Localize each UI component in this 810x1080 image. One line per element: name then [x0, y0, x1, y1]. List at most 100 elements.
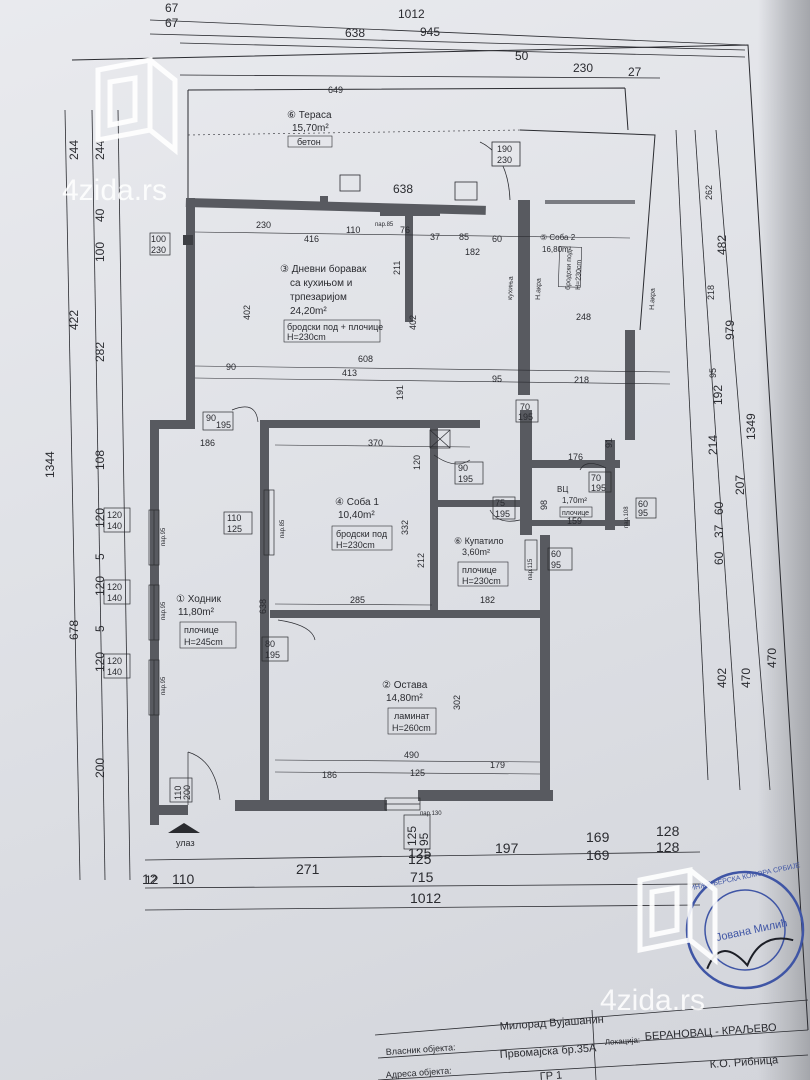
room-name-line: са кухињом и: [290, 278, 352, 289]
room-bedroom-2: ⑤ Соба 2 16,80m² бродски под H=230cm Н.а…: [507, 233, 657, 310]
bottom-dimensions: 125 197 169 128 271 125 169 128 12 110 7…: [142, 823, 701, 911]
room-height: H=230cm: [462, 576, 501, 586]
dim-inner: 90: [226, 362, 236, 372]
dim-inner: 402: [408, 315, 418, 330]
dim-inner: 649: [328, 85, 343, 95]
opening-w: 125: [405, 826, 419, 846]
owner-label: Власник објекта:: [385, 1042, 455, 1057]
dim-bottom: 715: [410, 869, 434, 885]
room-height: H=245cm: [184, 637, 223, 647]
room-floor: плочице: [184, 625, 219, 635]
dim-inner: 91: [604, 438, 614, 448]
room-height: H=230cm: [336, 540, 375, 550]
dim-top: 1012: [398, 7, 425, 21]
dim-right: 60: [712, 501, 726, 515]
opening-w: 80: [265, 639, 275, 649]
opening-w: 120: [107, 656, 122, 666]
dim-bottom: 128: [656, 839, 680, 855]
dim-left: 1344: [43, 451, 57, 478]
parapet-label: пар.130: [420, 811, 442, 817]
entrance-label: улаз: [176, 838, 195, 848]
dim-left: 120: [93, 576, 107, 596]
room-name-line: трпезаријом: [290, 292, 347, 303]
terrace: 190 230 ⑥ Тераса 15,70m² бетон 649 638: [187, 85, 656, 331]
dim-left: 5: [93, 625, 107, 632]
opening-h: 230: [151, 245, 166, 255]
room-name: ① Ходник: [176, 594, 222, 605]
room-bedroom-1: ④ Соба 1 10,40m² бродски под H=230cm: [331, 496, 393, 551]
dim-inner: 211: [392, 261, 402, 275]
opening-h: 95: [417, 832, 431, 846]
opening-h: 195: [458, 474, 473, 484]
parapet-label: пар.95: [161, 676, 167, 695]
dim-inner: 76: [400, 225, 410, 235]
dim-left: 108: [93, 450, 107, 470]
dim-inner: 248: [576, 312, 591, 322]
opening-w: 70: [591, 473, 601, 483]
dim-inner: 120: [412, 455, 422, 470]
opening-h: 230: [497, 155, 512, 165]
opening-h: 195: [216, 420, 231, 430]
slope-label: Н.акра: [649, 288, 657, 310]
opening-w: 60: [638, 499, 648, 509]
room-wc: ВЦ 1,70m² плочице: [557, 485, 593, 518]
room-living: ③ Дневни боравак са кухињом и трпезаријо…: [280, 263, 383, 343]
dim-bottom: 12: [142, 871, 158, 887]
entrance-arrow-icon: [168, 823, 200, 833]
opening-h: 195: [265, 650, 280, 660]
address-label: Адреса објекта:: [385, 1065, 452, 1080]
logo-icon: [95, 56, 178, 156]
dim-right: 95: [708, 368, 718, 378]
title-block: Власник објекта: Милорад Вујашанин Адрес…: [374, 999, 809, 1080]
dim-inner: 98: [539, 500, 549, 510]
location: БЕРАНОВАЦ - КРАЉЕВО: [644, 1022, 777, 1043]
room-name: ⑥ Тераса: [287, 110, 332, 121]
opening-h: 195: [495, 509, 510, 519]
dim-right: 1349: [744, 413, 758, 440]
paper-edge: [758, 0, 810, 1080]
parapet-labels: пар.85 пар.85 пар.95 пар.95 пар.95 пар.1…: [161, 222, 630, 817]
dim-left: 120: [93, 652, 107, 672]
room-name: ② Остава: [382, 680, 428, 691]
dim-left: 200: [93, 758, 107, 778]
dim-right: 214: [706, 435, 720, 455]
dim-top: 638: [345, 26, 365, 40]
dim-left: 244: [93, 140, 107, 160]
dim-inner: 182: [480, 595, 495, 605]
dim-bottom: 169: [586, 847, 610, 863]
opening-h: 140: [107, 667, 122, 677]
dim-inner: 638: [258, 599, 268, 614]
room-floor: бродски под: [564, 250, 573, 290]
opening-h: 200: [182, 785, 192, 800]
room-height: H=230cm: [287, 332, 326, 342]
stamp-name: Јованa Милић: [715, 917, 789, 944]
top-dimensions: 67 67 1012 638 945 50 230 27: [149, 1, 746, 79]
dim-inner: 125: [410, 768, 425, 778]
walls: [150, 196, 635, 825]
slope-label: Н.акра: [535, 278, 543, 300]
room-area: 24,20m²: [290, 306, 327, 317]
dim-left: 422: [67, 310, 81, 330]
dim-inner: 285: [350, 595, 365, 605]
room-name: ⑤ Соба 2: [540, 233, 576, 242]
watermark-bottom: 4zida.rs: [600, 866, 718, 1017]
room-floor: плочице: [562, 510, 589, 517]
dim-inner: 212: [416, 553, 426, 568]
dim-top: 50: [515, 49, 529, 63]
opening-w: 60: [551, 549, 561, 559]
dim-right: 60: [712, 551, 726, 565]
dim-right: 37: [712, 524, 726, 538]
dim-right: 207: [733, 475, 747, 495]
owner-name: Милорад Вујашанин: [499, 1014, 604, 1033]
room-hallway: ① Ходник 11,80m² плочице H=245cm: [176, 594, 237, 649]
